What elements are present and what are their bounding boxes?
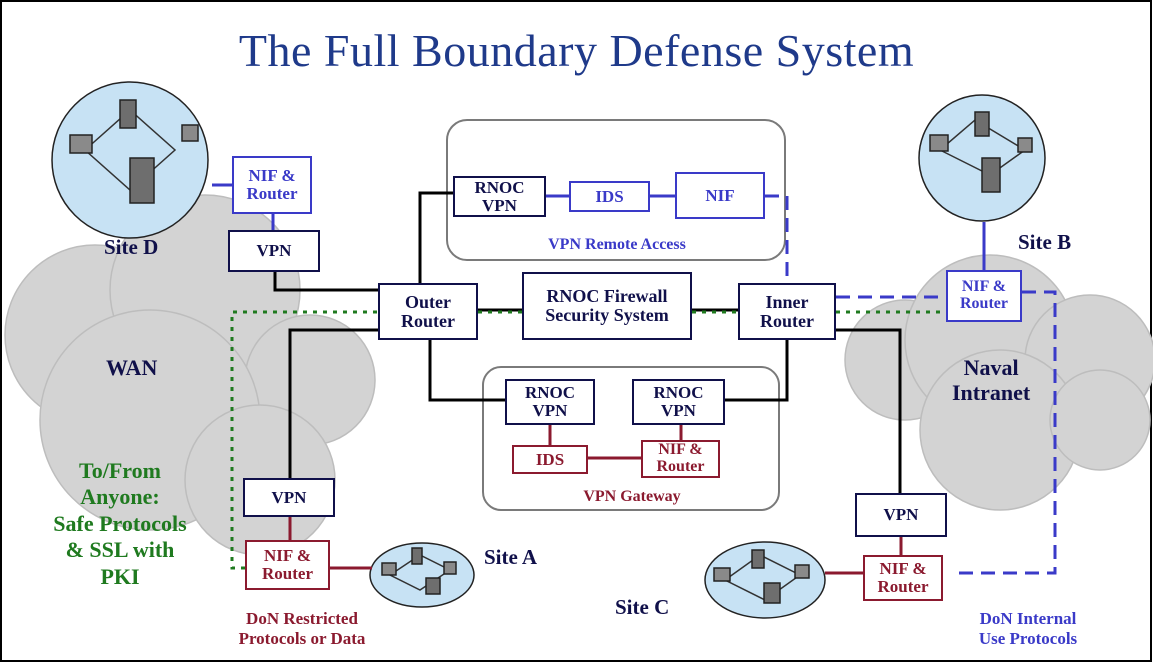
nif-router-site-a-box: NIF & Router bbox=[245, 540, 330, 590]
nif-router-site-c-box: NIF & Router bbox=[863, 555, 943, 601]
green-dotted-boundary bbox=[230, 310, 946, 570]
vpn-site-c-box: VPN bbox=[855, 493, 947, 537]
rnoc-vpn-remote-box: RNOC VPN bbox=[453, 176, 546, 217]
site-d-network bbox=[51, 81, 209, 239]
blue-links bbox=[212, 183, 986, 270]
site-b-network bbox=[918, 94, 1046, 222]
inner-router-box: Inner Router bbox=[738, 283, 836, 340]
site-c-network bbox=[704, 541, 826, 619]
don-internal-label: DoN Internal Use Protocols bbox=[978, 609, 1078, 648]
rnoc-vpn-gateway-right-box: RNOC VPN bbox=[632, 379, 725, 425]
nif-remote-box: NIF bbox=[675, 172, 765, 219]
outer-router-box: Outer Router bbox=[378, 283, 478, 340]
wan-label: WAN bbox=[106, 355, 158, 380]
firewall-box: RNOC Firewall Security System bbox=[522, 272, 692, 340]
naval-intranet-label: Naval Intranet bbox=[952, 355, 1031, 406]
diagram-title: The Full Boundary Defense System bbox=[238, 25, 915, 76]
nif-router-site-b-box: NIF & Router bbox=[946, 270, 1022, 322]
ids-remote-box: IDS bbox=[569, 181, 650, 212]
site-c-label: Site C bbox=[615, 595, 670, 619]
nif-router-site-d-box: NIF & Router bbox=[232, 156, 312, 214]
vpn-site-d-box: VPN bbox=[228, 230, 320, 272]
blue-dashed-links bbox=[765, 194, 1057, 575]
site-a-label: Site A bbox=[484, 545, 538, 569]
black-links bbox=[273, 191, 902, 493]
rnoc-vpn-gateway-left-box: RNOC VPN bbox=[505, 379, 595, 425]
site-d-label: Site D bbox=[104, 235, 159, 259]
vpn-gateway-label: VPN Gateway bbox=[583, 488, 681, 505]
to-from-anyone-label: To/From Anyone: Safe Protocols & SSL wit… bbox=[53, 458, 187, 589]
vpn-site-a-box: VPN bbox=[243, 478, 335, 517]
red-links bbox=[288, 425, 903, 575]
site-a-network bbox=[369, 542, 475, 608]
vpn-remote-access-label: VPN Remote Access bbox=[548, 236, 686, 253]
nif-router-gateway-box: NIF & Router bbox=[641, 440, 720, 478]
site-b-label: Site B bbox=[1018, 230, 1072, 254]
don-restricted-label: DoN Restricted Protocols or Data bbox=[238, 609, 366, 648]
ids-gateway-box: IDS bbox=[512, 445, 588, 474]
naval-intranet-cloud bbox=[844, 254, 1153, 511]
